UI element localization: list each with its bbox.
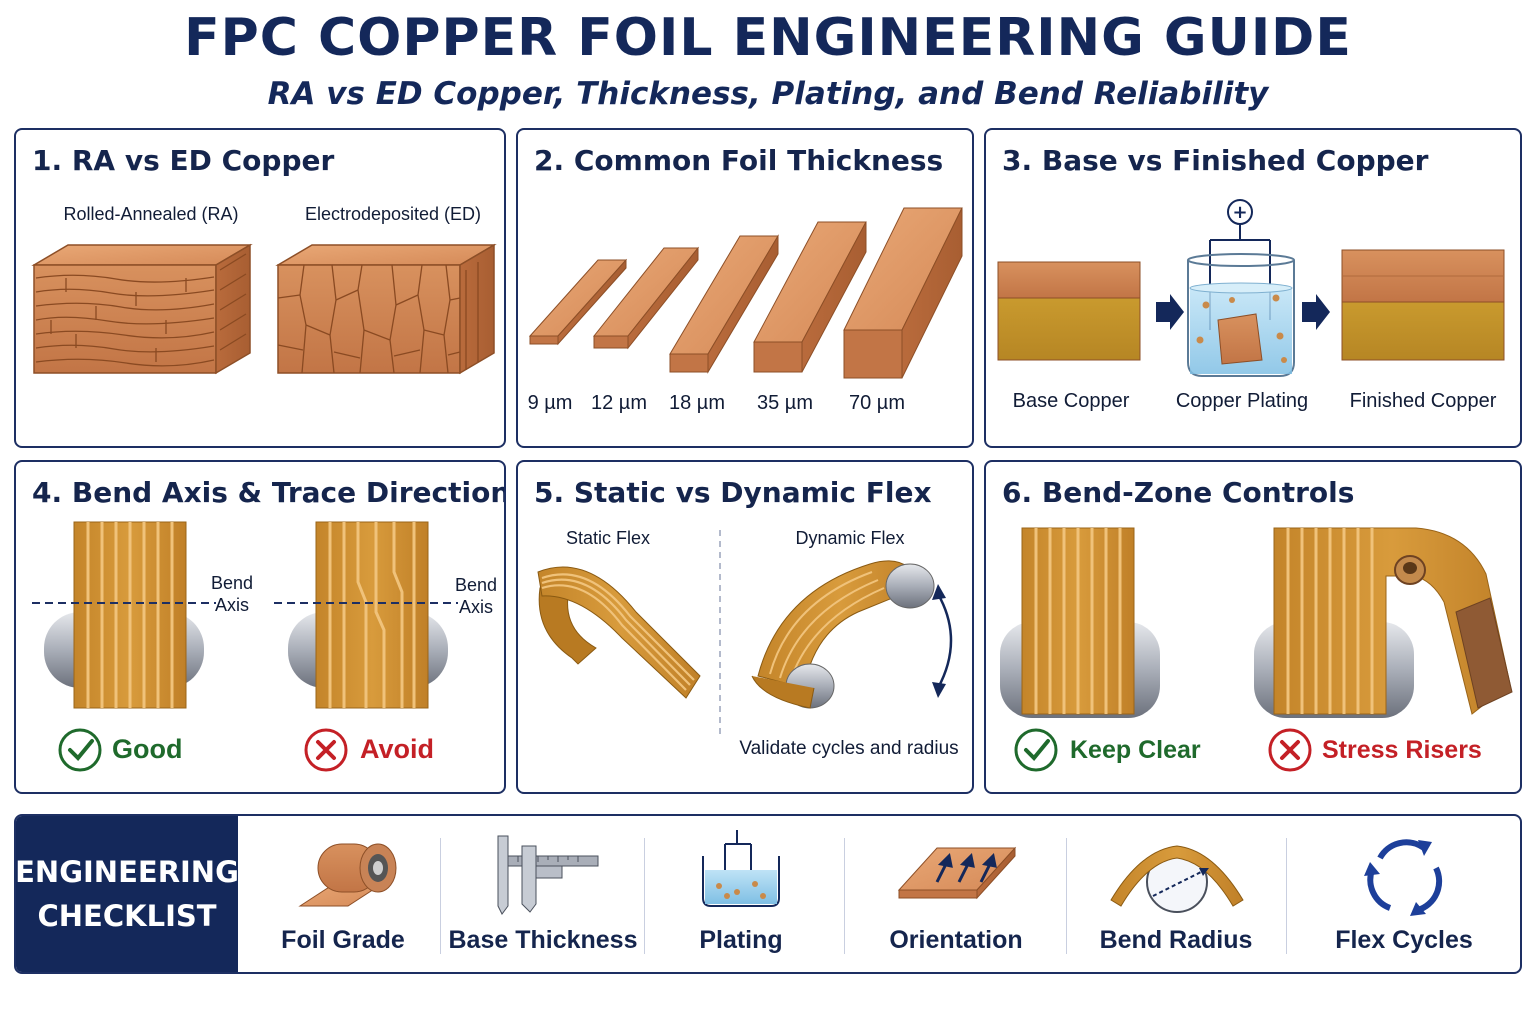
panel-ra-vs-ed: 1. RA vs ED Copper Rolled-Annealed (RA) … (14, 128, 506, 448)
validate-note: Validate cycles and radius (739, 738, 959, 759)
divider (844, 838, 845, 954)
panel-title: 1. RA vs ED Copper (32, 144, 335, 177)
ra-ed-blocks-illustration (31, 243, 497, 375)
finished-copper-label: Finished Copper (1349, 390, 1497, 412)
panel-bend-axis: 4. Bend Axis & Trace Direction Bend (14, 460, 506, 794)
plating-process-illustration: + (997, 199, 1505, 377)
panel-title: 4. Bend Axis & Trace Direction (32, 476, 506, 509)
page-title: FPC COPPER FOIL ENGINEERING GUIDE (184, 8, 1352, 68)
checklist-item-plating: Plating (646, 816, 836, 972)
bend-zone-illustration (1000, 527, 1513, 772)
panel-foil-thickness: 2. Common Foil Thickness 9 µm 12 µm 18 µ… (516, 128, 974, 448)
keep-clear-label: Keep Clear (1070, 736, 1201, 764)
panel-base-vs-finished: 3. Base vs Finished Copper + Base Copper… (984, 128, 1522, 448)
panel-title: 6. Bend-Zone Controls (1002, 476, 1355, 509)
positive-electrode-symbol: + (1232, 202, 1247, 223)
flex-modes-illustration (537, 530, 953, 734)
foil-roll-icon (298, 843, 397, 907)
checklist-item-base-thickness: Base Thickness (442, 816, 644, 972)
divider (1066, 838, 1067, 954)
stress-risers-label: Stress Risers (1322, 736, 1482, 764)
bend-axis-label-left: Bend Axis (210, 573, 254, 615)
panel-title: 2. Common Foil Thickness (534, 144, 944, 177)
bend-axis-label-right: Bend Axis (454, 575, 498, 617)
cycle-arrows-icon (1364, 839, 1443, 916)
thickness-label-12: 12 µm (591, 392, 647, 414)
divider (1286, 838, 1287, 954)
divider (644, 838, 645, 954)
thickness-strips-illustration (528, 207, 963, 379)
checklist-label: Foil Grade (281, 926, 405, 954)
bend-axis-illustration (32, 521, 458, 772)
panel-title: 3. Base vs Finished Copper (1002, 144, 1429, 177)
orientation-arrows-icon (897, 846, 1017, 900)
checklist-label: Bend Radius (1099, 926, 1253, 954)
good-label: Good (112, 734, 183, 764)
thickness-label-9: 9 µm (527, 392, 573, 414)
divider (440, 838, 441, 954)
copper-plating-label: Copper Plating (1175, 390, 1309, 412)
ra-label: Rolled-Annealed (RA) (63, 204, 239, 224)
bend-radius-icon (1110, 845, 1244, 913)
panel-static-vs-dynamic: 5. Static vs Dynamic Flex Static Flex Dy… (516, 460, 974, 794)
caliper-icon (497, 835, 599, 915)
checklist-label: Orientation (889, 926, 1023, 954)
avoid-label: Avoid (360, 734, 434, 764)
checklist-item-bend-radius: Bend Radius (1068, 816, 1284, 972)
dynamic-flex-label: Dynamic Flex (795, 528, 905, 548)
thickness-label-35: 35 µm (757, 392, 813, 414)
panel-bend-zone-controls: 6. Bend-Zone Controls Keep Clear Stress … (984, 460, 1522, 794)
thickness-label-70: 70 µm (849, 392, 905, 414)
checklist-item-orientation: Orientation (846, 816, 1066, 972)
checklist-label: Plating (699, 926, 783, 954)
panel-title: 5. Static vs Dynamic Flex (534, 476, 932, 509)
ed-label: Electrodeposited (ED) (304, 204, 482, 224)
checklist-label: Flex Cycles (1335, 926, 1473, 954)
checklist-label: Base Thickness (448, 926, 638, 954)
thickness-label-18: 18 µm (669, 392, 725, 414)
engineering-checklist: ENGINEERING CHECKLIST Foil Grade Base Th… (14, 814, 1522, 974)
page-subtitle: RA vs ED Copper, Thickness, Plating, and… (267, 76, 1269, 112)
checklist-item-flex-cycles: Flex Cycles (1288, 816, 1520, 972)
checklist-item-foil-grade: Foil Grade (238, 816, 448, 972)
plating-tank-icon (702, 830, 780, 907)
checklist-heading: ENGINEERING CHECKLIST (16, 816, 239, 972)
base-copper-label: Base Copper (1012, 390, 1130, 412)
static-flex-label: Static Flex (565, 528, 651, 548)
